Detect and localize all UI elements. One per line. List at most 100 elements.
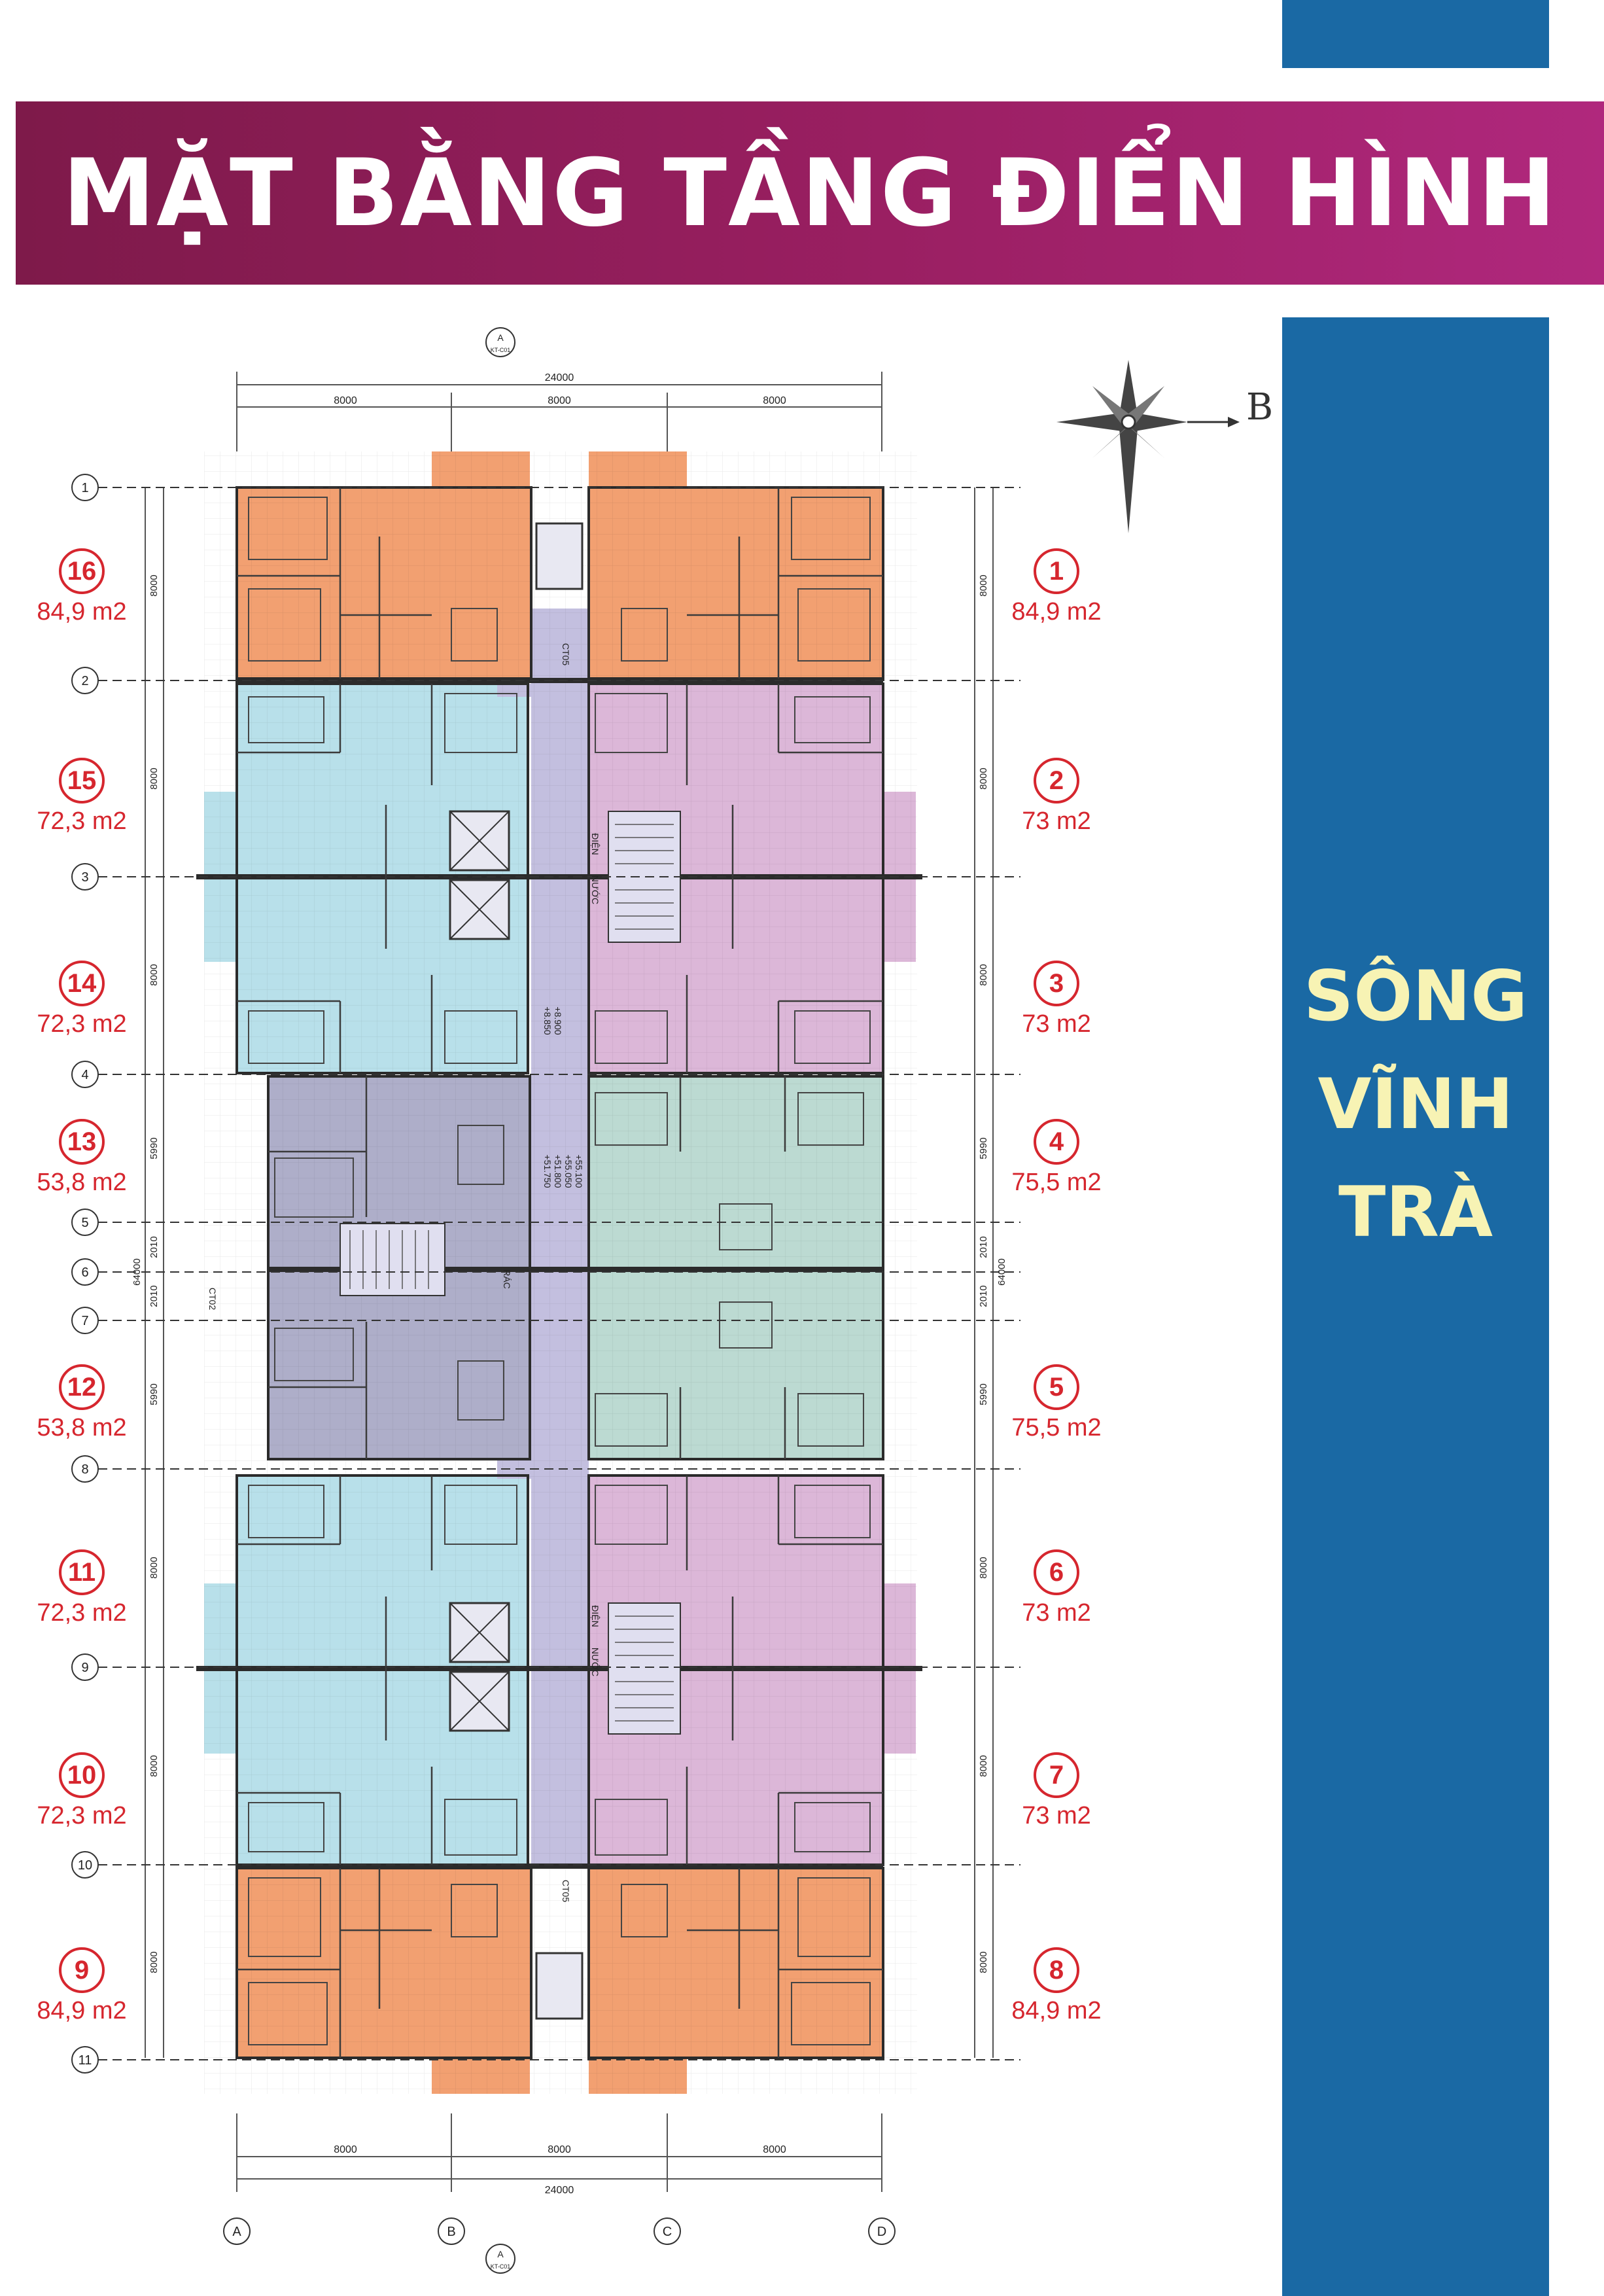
- unit-label-8: 8 84,9 m2: [978, 1947, 1135, 2025]
- plan-label-dien-top: ĐIỆN: [590, 833, 601, 855]
- top-accent-bar: [1282, 0, 1549, 68]
- dim-right-row-9: 8000: [978, 1755, 989, 1776]
- unit-number: 16: [59, 548, 105, 594]
- plan-label-rac: RÁC: [502, 1269, 512, 1289]
- dim-bay-top-1: 8000: [334, 395, 357, 406]
- dim-left-row-2: 8000: [148, 768, 160, 789]
- unit-number: 6: [1034, 1549, 1079, 1595]
- unit-label-15: 15 72,3 m2: [3, 758, 160, 836]
- unit-label-3: 3 73 m2: [978, 961, 1135, 1038]
- unit-area: 53,8 m2: [37, 1414, 127, 1441]
- axis-marker-bottom-letter: A: [497, 2249, 504, 2259]
- dim-bay-bottom-1: 8000: [334, 2144, 357, 2155]
- plan-level-3: +51.800: [553, 1155, 563, 1188]
- river-line-1: SÔNG: [1303, 956, 1528, 1036]
- axis-marker-bottom-code: KT-C01: [491, 2263, 511, 2270]
- grid-col-a: A: [232, 2225, 241, 2239]
- compass-north-label: B: [1246, 386, 1274, 429]
- dim-bay-top-3: 8000: [763, 395, 786, 406]
- dim-right-row-3: 8000: [978, 964, 989, 985]
- unit-area: 73 m2: [1022, 807, 1091, 835]
- unit-area: 84,9 m2: [1011, 598, 1102, 626]
- unit-area: 73 m2: [1022, 1010, 1091, 1038]
- plan-level-1: +8.900: [553, 1006, 563, 1034]
- unit-label-4: 4 75,5 m2: [978, 1119, 1135, 1197]
- unit-number: 12: [59, 1364, 105, 1410]
- dim-right-row-1: 8000: [978, 574, 989, 596]
- dim-total-top: 24000: [545, 372, 574, 383]
- unit-label-10: 10 72,3 m2: [3, 1752, 160, 1830]
- axis-marker-top-code: KT-C01: [491, 347, 511, 353]
- grid-row-3: 3: [81, 870, 88, 885]
- dim-right-row-5: 2010: [978, 1236, 989, 1258]
- unit-number: 8: [1034, 1947, 1079, 1993]
- unit-area: 75,5 m2: [1011, 1414, 1102, 1441]
- grid-row-11: 11: [78, 2053, 92, 2068]
- grid-row-1: 1: [81, 481, 88, 495]
- grid-row-2: 2: [81, 674, 88, 688]
- dim-left-total: 64000: [131, 1258, 143, 1286]
- dim-right-row-8: 8000: [978, 1557, 989, 1578]
- unit-area: 53,8 m2: [37, 1169, 127, 1196]
- unit-label-11: 11 72,3 m2: [3, 1549, 160, 1627]
- dim-right-total: 64000: [996, 1258, 1007, 1286]
- page-title: MẶT BẰNG TẦNG ĐIỂN HÌNH: [62, 139, 1558, 247]
- dim-left-row-6: 2010: [148, 1285, 160, 1307]
- unit-label-5: 5 75,5 m2: [978, 1364, 1135, 1442]
- unit-label-9: 9 84,9 m2: [3, 1947, 160, 2025]
- unit-number: 1: [1034, 548, 1079, 594]
- unit-number: 9: [59, 1947, 105, 1993]
- plan-label-ct02: CT02: [207, 1288, 218, 1310]
- plan-label-ct05-top: CT05: [561, 643, 571, 665]
- grid-row-4: 4: [81, 1068, 88, 1082]
- unit-area: 72,3 m2: [37, 807, 127, 835]
- dim-bay-bottom-3: 8000: [763, 2144, 786, 2155]
- unit-number: 15: [59, 758, 105, 804]
- unit-number: 14: [59, 961, 105, 1006]
- dim-right-row-6: 2010: [978, 1285, 989, 1307]
- compass-rose-icon: [1056, 360, 1240, 533]
- grid-row-9: 9: [81, 1661, 88, 1675]
- unit-label-2: 2 73 m2: [978, 758, 1135, 836]
- unit-area: 75,5 m2: [1011, 1169, 1102, 1196]
- dim-bay-top-2: 8000: [548, 395, 571, 406]
- grid-row-5: 5: [81, 1216, 88, 1230]
- plan-level-2: +8.850: [542, 1006, 553, 1034]
- unit-label-13: 13 53,8 m2: [3, 1119, 160, 1197]
- unit-label-12: 12 53,8 m2: [3, 1364, 160, 1442]
- dim-right-row-2: 8000: [978, 768, 989, 789]
- grid-row-6: 6: [81, 1265, 88, 1280]
- plan-label-nuoc-bottom: NƯỚC: [590, 1648, 601, 1676]
- dim-right-row-7: 5990: [978, 1383, 989, 1405]
- unit-number: 13: [59, 1119, 105, 1165]
- plan-level-4: +51.750: [542, 1155, 553, 1188]
- dim-left-row-9: 8000: [148, 1755, 160, 1776]
- unit-number: 4: [1034, 1119, 1079, 1165]
- unit-number: 7: [1034, 1752, 1079, 1798]
- dim-left-row-1: 8000: [148, 574, 160, 596]
- unit-label-6: 6 73 m2: [978, 1549, 1135, 1627]
- unit-number: 3: [1034, 961, 1079, 1006]
- dim-bay-bottom-2: 8000: [548, 2144, 571, 2155]
- unit-area: 73 m2: [1022, 1599, 1091, 1627]
- unit-area: 72,3 m2: [37, 1010, 127, 1038]
- river-line-3: TRÀ: [1338, 1172, 1493, 1252]
- unit-area: 72,3 m2: [37, 1802, 127, 1829]
- grid-row-7: 7: [81, 1314, 88, 1328]
- river-line-2: VĨNH: [1317, 1064, 1514, 1144]
- unit-area: 72,3 m2: [37, 1599, 127, 1627]
- unit-number: 2: [1034, 758, 1079, 804]
- unit-label-1: 1 84,9 m2: [978, 548, 1135, 626]
- dim-left-row-10: 8000: [148, 1951, 160, 1973]
- grid-col-d: D: [877, 2225, 886, 2239]
- plan-level-6: +55.050: [563, 1155, 574, 1188]
- dim-left-row-8: 8000: [148, 1557, 160, 1578]
- river-sidebar: [1282, 317, 1549, 2296]
- dim-total-bottom: 24000: [545, 2185, 574, 2196]
- grid-col-b: B: [447, 2225, 455, 2239]
- unit-number: 10: [59, 1752, 105, 1798]
- unit-number: 11: [59, 1549, 105, 1595]
- dim-left-row-4: 5990: [148, 1137, 160, 1159]
- unit-area: 84,9 m2: [37, 598, 127, 626]
- unit-number: 5: [1034, 1364, 1079, 1410]
